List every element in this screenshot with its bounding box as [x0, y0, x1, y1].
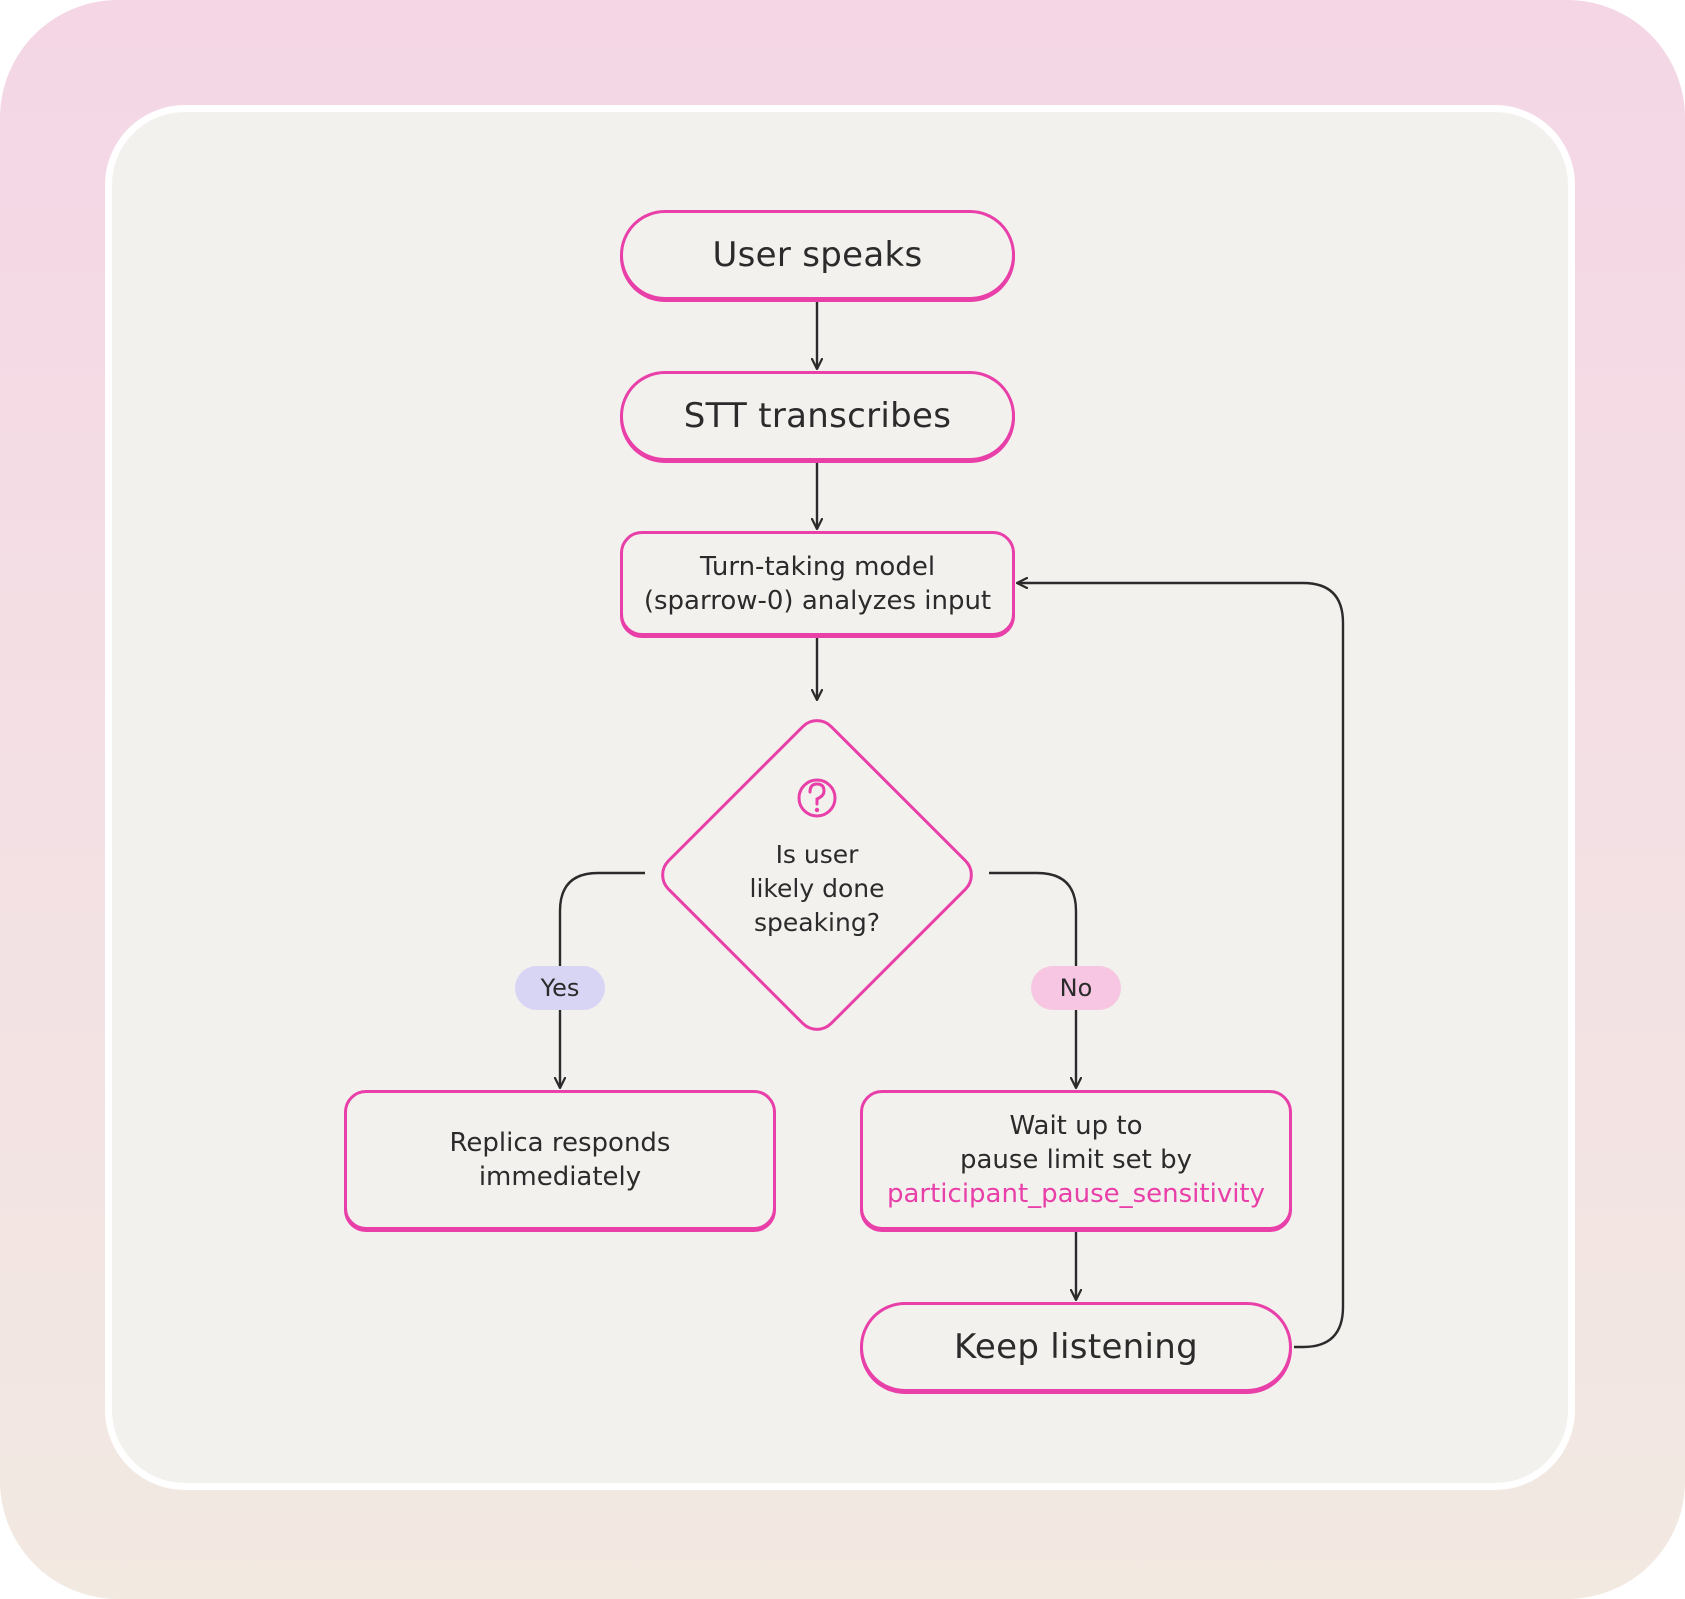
node-label-line-1: Replica responds [449, 1128, 671, 1158]
arrow-decision-yes [560, 871, 645, 1088]
decision-diamond [661, 719, 973, 1031]
node-label: User speaks [712, 235, 923, 275]
decision-line-1: Is user [775, 840, 859, 869]
pause-sensitivity-parameter: participant_pause_sensitivity [886, 1179, 1266, 1209]
node-keep-listening: Keep listening [860, 1302, 1292, 1392]
node-label-line-1: Turn-taking model [699, 551, 936, 582]
node-user-speaks: User speaks [620, 210, 1015, 300]
no-branch-badge: No [1031, 966, 1121, 1010]
node-label-line-2: pause limit set by [959, 1145, 1193, 1175]
node-label: Keep listening [953, 1327, 1198, 1367]
decision-line-3: speaking? [753, 908, 880, 937]
node-stt-transcribes: STT transcribes [620, 371, 1015, 461]
question-circle-icon [797, 778, 837, 818]
node-label-line-1: Wait up to [1009, 1111, 1143, 1141]
yes-branch-badge: Yes [515, 966, 605, 1010]
node-wait-pause-limit: Wait up to pause limit set by participan… [860, 1090, 1292, 1230]
no-label: No [1059, 974, 1093, 1002]
decision-label: Is user likely done speaking? [697, 838, 937, 940]
yes-label: Yes [540, 974, 580, 1002]
decision-line-2: likely done [749, 874, 885, 903]
arrow-decision-no [989, 871, 1076, 1088]
node-label-line-2: (sparrow-0) analyzes input [643, 585, 992, 616]
node-turn-taking-model: Turn-taking model (sparrow-0) analyzes i… [620, 531, 1015, 636]
arrow-keep-loop-back [1017, 583, 1345, 1349]
node-replica-responds: Replica responds immediately [344, 1090, 776, 1230]
node-label: STT transcribes [683, 396, 952, 436]
node-label-line-2: immediately [478, 1162, 642, 1192]
